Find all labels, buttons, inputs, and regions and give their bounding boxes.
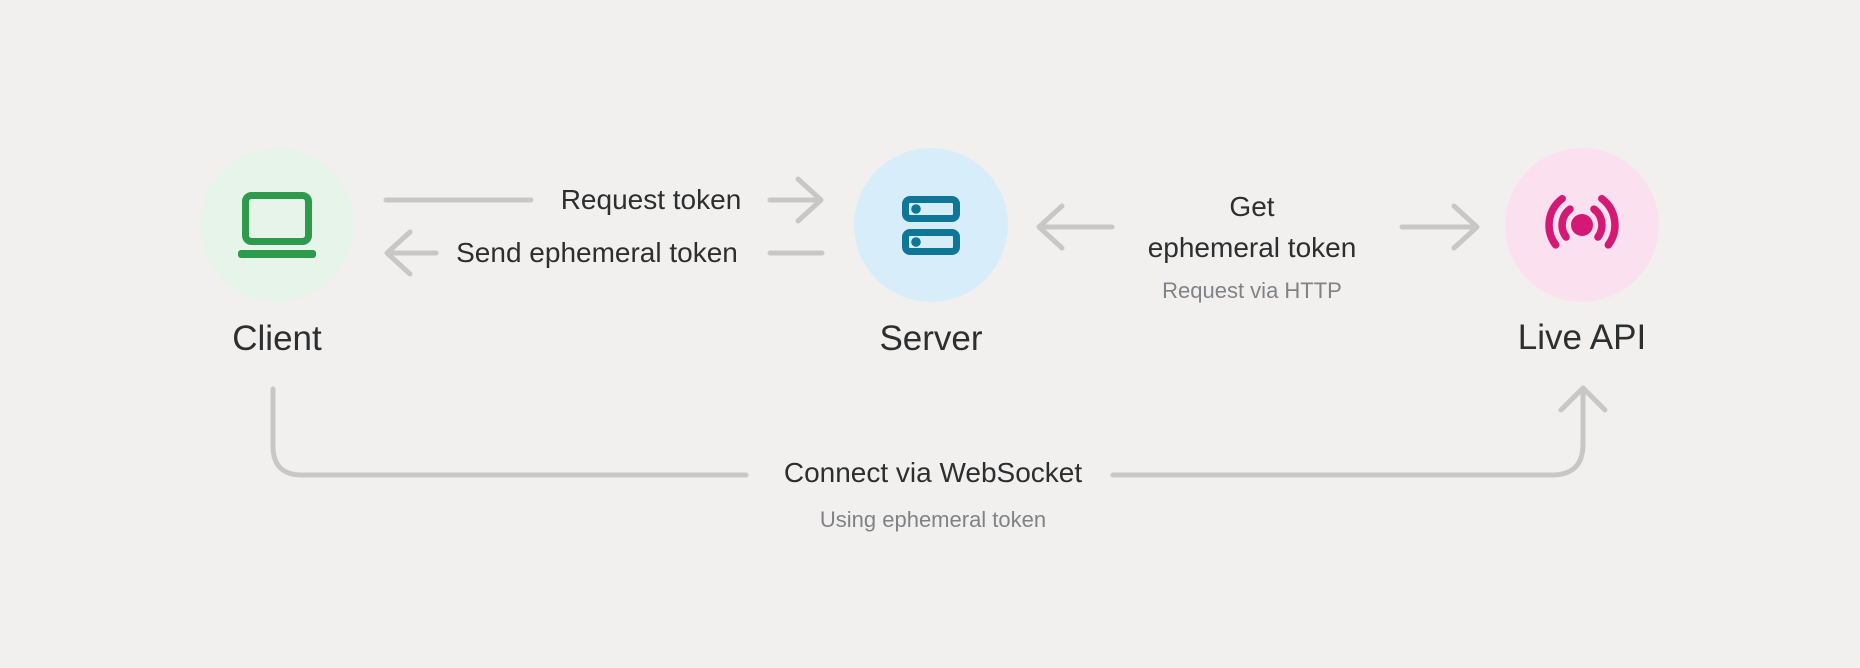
connect-websocket-label: Connect via WebSocket [783,457,1083,488]
node-live-api [1505,148,1659,302]
request-token-label: Request token [560,184,742,215]
using-ephemeral-token-sublabel: Using ephemeral token [819,507,1047,532]
node-label-client: Client [232,319,322,358]
request-token-arrow [767,176,824,224]
websocket-line-left [270,386,749,478]
node-client [200,148,354,302]
send-ephemeral-token-label: Send ephemeral token [456,237,738,268]
request-via-http-sublabel: Request via HTTP [1162,278,1342,303]
get-ephemeral-token-label-line2: ephemeral token [1147,232,1357,263]
get-ephemeral-token-label-line1: Get [1229,191,1275,222]
node-server [854,148,1008,302]
node-label-live-api: Live API [1517,318,1647,357]
get-token-arrow-to-server [1036,203,1115,251]
node-label-server: Server [879,319,983,358]
server-icon [902,195,960,255]
send-ephemeral-token-arrow [384,229,439,277]
laptop-icon [238,192,316,258]
get-ephemeral-token-label: Get ephemeral token [1148,186,1357,268]
get-token-arrow-to-live-api [1399,203,1480,251]
websocket-arrow-to-live-api [1110,385,1608,478]
broadcast-icon [1545,194,1619,249]
